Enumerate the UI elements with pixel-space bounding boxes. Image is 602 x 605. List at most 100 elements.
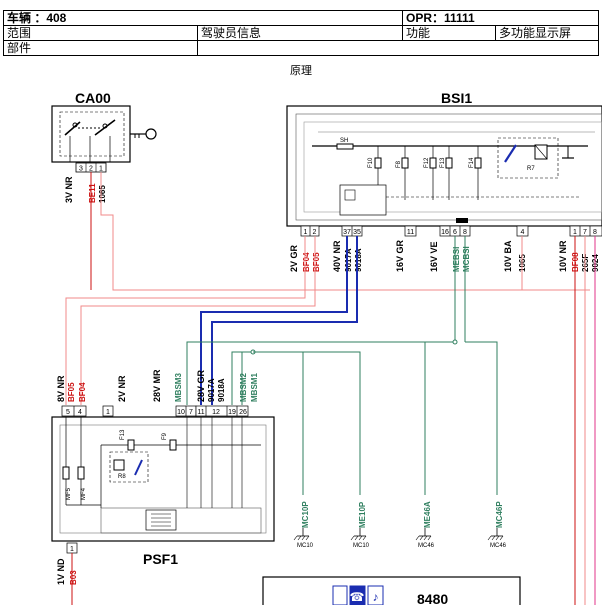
bsi-fuse-group (374, 146, 482, 200)
psf-pin: 19 (228, 409, 236, 416)
psf-connector-label: 2V NR (117, 375, 127, 402)
psf-internal-label: R8 (118, 474, 126, 480)
bsi-internal-label: F13 (440, 157, 446, 168)
wire-label: MBSM1 (250, 373, 259, 402)
ground-me10p: ME10P MC10 (350, 501, 370, 549)
relay-r7 (497, 137, 559, 179)
ca00-switch-1 (64, 121, 81, 136)
psf-pin: 1 (70, 546, 74, 553)
bsi-pin: 2 (313, 229, 317, 236)
header-table: 车辆 ：408 OPR：11111 范围 驾驶员信息 功能 多功能显示屏 部件 (3, 10, 599, 56)
wire-1065 (100, 172, 590, 291)
psf-pin: 7 (189, 409, 193, 416)
psf-internal-label: MF4 (81, 487, 87, 500)
relay-r8 (109, 451, 149, 483)
wire-bf05 (80, 236, 316, 405)
psf-pin-row (61, 405, 249, 417)
shunt-sh (336, 143, 354, 150)
bsi-connector-label: 10V BA (503, 240, 513, 272)
wire-9017a (200, 236, 348, 405)
ca00-box (51, 105, 131, 163)
bsi1-box (286, 105, 602, 227)
wire-label: BF04 (78, 382, 87, 402)
svg-text:♪: ♪ (373, 590, 379, 604)
wire-mc46p (465, 341, 498, 495)
music-icon (367, 585, 384, 605)
bsi-connector-label: 16V GR (395, 239, 405, 272)
psf-pin: 12 (212, 409, 220, 416)
wire-label: MCBSI (462, 246, 471, 272)
bsi-internal-label: F8 (396, 160, 402, 168)
key-icon (130, 128, 157, 140)
part-label: 部件 (3, 40, 198, 56)
bsi-pin: 16 (441, 229, 449, 236)
ca00-pin: 2 (89, 166, 93, 173)
wire-9018a (211, 236, 358, 405)
psf-connector-label: 28V GR (196, 369, 206, 402)
bsi-pin: 11 (407, 229, 414, 236)
bsi-pin: 1 (573, 229, 577, 236)
wire-label: BF05 (312, 252, 321, 272)
ground-ref: MC46 (418, 543, 435, 549)
bsi-pin: 37 (343, 229, 351, 236)
wire-label: MEBSI (452, 247, 461, 272)
display-icon (332, 585, 348, 605)
bsi-internal-label: F10 (368, 157, 374, 168)
psf-internal-label: F13 (120, 429, 126, 440)
svg-text:☎: ☎ (350, 590, 365, 604)
psf-pin: 5 (66, 409, 70, 416)
wire-label: ME46A (423, 501, 432, 528)
bsi-pin: 4 (521, 229, 525, 236)
wire-label: 9018A (354, 248, 363, 272)
psf-pin: 4 (78, 409, 82, 416)
wire-label: 9017A (344, 248, 353, 272)
c8480-box (262, 576, 521, 605)
psf-pin: 11 (197, 409, 204, 416)
wire-bf04 (65, 236, 306, 405)
psf1-title: PSF1 (143, 551, 178, 567)
psf-connector-label: 8V NR (56, 375, 66, 402)
wire-me10p (253, 351, 361, 495)
part-value (197, 40, 599, 56)
wire-label: BE11 (88, 183, 97, 203)
bsi-pin: 8 (463, 229, 467, 236)
bsi-pin: 8 (593, 229, 597, 236)
wire-label: 1065 (98, 185, 107, 203)
wire-label: MBSM3 (174, 373, 183, 402)
bsi-internal-label: SH (340, 138, 348, 144)
function-label: 功能 (402, 25, 496, 41)
bsi-connector-label: 10V NR (558, 240, 568, 272)
ground-mc46p: MC46P MC46 (487, 501, 507, 549)
diagram-caption: 原理 (290, 65, 312, 77)
wire-label: MBSM2 (239, 373, 248, 402)
psf-connector-label: 28V MR (152, 369, 162, 402)
psf-module (145, 509, 177, 531)
bsi-internal-label: F14 (469, 157, 475, 168)
ground-ref: MC46 (490, 543, 507, 549)
ca00-title: CA00 (75, 90, 111, 106)
psf-internal-label: MF5 (66, 487, 72, 500)
function-value: 多功能显示屏 (495, 25, 599, 41)
psf-pin: 26 (239, 409, 247, 416)
bsi-internal-label: F12 (424, 157, 430, 168)
bsi1-title: BSI1 (441, 90, 472, 106)
bsi-pin-row (300, 225, 602, 237)
wire-label: ME10P (358, 501, 367, 528)
ground-ref: MC10 (297, 543, 314, 549)
ca00-pin: 1 (99, 166, 103, 173)
bsi-connector-label: 16V VE (429, 241, 439, 272)
ca00-inner (59, 111, 125, 157)
bsi-pin: 35 (353, 229, 361, 236)
bsi-pin: 6 (453, 229, 457, 236)
wire-label: MC46P (495, 501, 504, 528)
psf-internal-label: F9 (162, 432, 168, 440)
ca00-pin: 3 (79, 166, 83, 173)
psf-pin: 10 (177, 409, 185, 416)
bsi-pin: 7 (583, 229, 587, 236)
ca00-connector-label: 3V NR (64, 176, 74, 203)
bsi-internal-label: R7 (527, 166, 535, 172)
wire-mbsm3 (186, 341, 455, 405)
wire-label: BF04 (302, 252, 311, 272)
wire-label: 9017A (207, 378, 216, 402)
